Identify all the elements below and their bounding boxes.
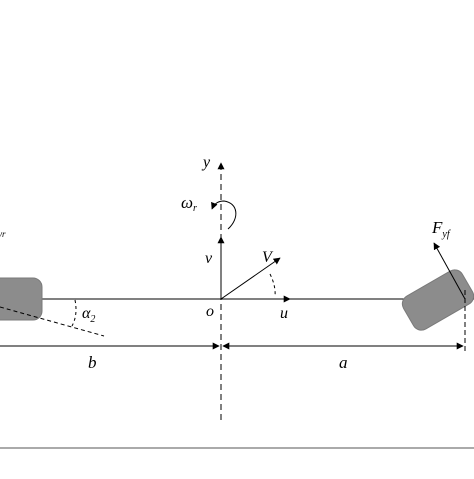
front-wheel (401, 269, 474, 331)
alpha-label: α2 (82, 305, 95, 325)
rear-wheel (0, 277, 43, 321)
u-axis-label: u (280, 305, 288, 322)
V-arrow (220, 257, 281, 300)
yaw-rate-arrow (211, 200, 237, 230)
alpha-symbol: α (82, 305, 91, 322)
omega-label: ωr (181, 193, 197, 214)
omega-symbol: ω (181, 193, 193, 212)
alpha-subscript: 2 (90, 314, 95, 325)
alpha-arc (71, 299, 77, 327)
force-arrow (433, 242, 466, 300)
y-axis-label: y (201, 154, 211, 171)
edge-fragment-label: yr (0, 229, 6, 239)
force-subscript: yf (441, 229, 450, 240)
v-label: v (205, 250, 213, 267)
dimension-a-label: a (339, 353, 348, 372)
beta-arc (269, 273, 276, 298)
force-label: Fyf (431, 218, 451, 240)
dimension-b-label: b (88, 353, 97, 372)
omega-subscript: r (193, 203, 197, 214)
rear-slip-line (0, 306, 105, 337)
origin-label: o (206, 303, 214, 320)
force-symbol: F (431, 218, 443, 237)
V-label: V (262, 249, 274, 266)
